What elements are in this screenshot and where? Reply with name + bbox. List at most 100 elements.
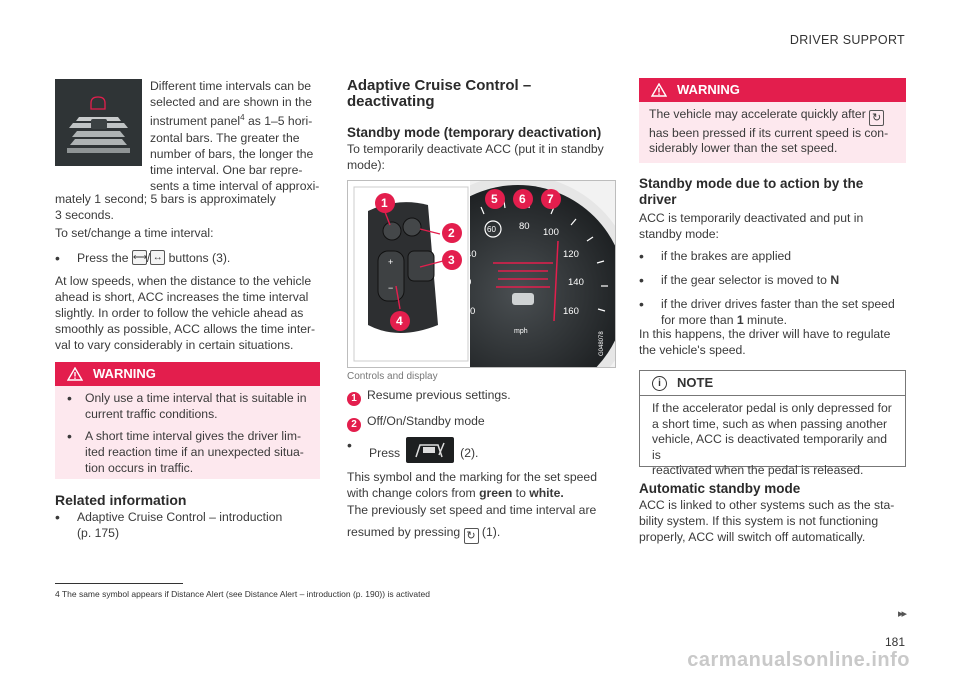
text-line: This symbol and the marking for the set … <box>347 470 597 484</box>
bullet-text: if the driver drives faster than the set… <box>661 297 895 311</box>
marker-badge: 2 <box>347 418 361 432</box>
intro-line: mately 1 second; 5 bars is approximately <box>55 192 276 206</box>
text-line: with change colors from green to white. <box>347 486 564 500</box>
speed-label: 100 <box>543 227 559 238</box>
svg-text:+: + <box>388 257 393 267</box>
text-line: val to vary considerably in certain situ… <box>55 338 294 352</box>
note-title: NOTE <box>677 375 714 390</box>
press-buttons-bullet: • Press the ⟷ / ↔ buttons (3). <box>55 250 231 266</box>
intro-line: selected and are shown in the <box>150 95 312 110</box>
list-item: •if the brakes are applied <box>639 248 792 264</box>
next-page-arrow-icon[interactable]: ▸▸ <box>897 608 907 620</box>
marker-7: 7 <box>547 192 554 206</box>
warning-box: WARNING The vehicle may accelerate quick… <box>639 78 906 163</box>
marker-3: 3 <box>448 253 455 267</box>
marker-4: 4 <box>396 314 403 328</box>
press-text: Press <box>369 446 401 460</box>
text-line: Only use a time interval that is suitabl… <box>85 391 307 405</box>
set-speed-badge: 60 <box>487 225 496 234</box>
text-line: siderably lower than the set speed. <box>649 141 838 155</box>
text-line: If the accelerator pedal is only depress… <box>652 401 892 415</box>
speed-label: 80 <box>519 221 530 232</box>
speed-label: 40 <box>466 249 477 260</box>
warning-item: • A short time interval gives the driver… <box>67 428 304 475</box>
acc-symbol-icon <box>406 437 455 463</box>
marker-1: 1 <box>381 196 388 210</box>
list-item: •if the gear selector is moved to N <box>639 272 840 288</box>
related-link[interactable]: • Adaptive Cruise Control – introduction… <box>55 509 283 540</box>
figure-markers: 1 2 3 4 5 6 7 <box>375 189 561 331</box>
legend-item-2: 2 Off/On/Standby mode <box>347 413 485 432</box>
gear-position: N <box>830 273 840 287</box>
text-line: The previously set speed and time interv… <box>347 503 597 517</box>
set-interval-text: To set/change a time interval: <box>55 226 214 240</box>
text-line: current traffic conditions. <box>85 407 218 421</box>
intro-line: instrument panel4 as 1–5 hori- <box>150 113 313 129</box>
intro-text: Different time intervals can be selected… <box>150 78 325 194</box>
heading-line: driver <box>639 192 677 207</box>
warning-header: WARNING <box>55 362 320 386</box>
title-line: deactivating <box>347 93 435 110</box>
time-interval-bars <box>493 262 553 288</box>
text-line: a short time, such as when passing anoth… <box>652 416 888 431</box>
watermark: carmanualsonline.info <box>687 649 910 671</box>
instrument-panel-thumbnail <box>55 79 142 166</box>
figure-code: G048078 <box>599 331 605 356</box>
text-line: reactivated when the pedal is released. <box>652 463 864 477</box>
text-line: At low speeds, when the distance to the … <box>55 274 312 288</box>
text-line: resumed by pressing ↻ (1). <box>347 525 501 544</box>
resume-button-icon: ↻ <box>463 528 479 544</box>
marker-5: 5 <box>491 192 498 206</box>
driver-standby-intro: ACC is temporarily deactivated and put i… <box>639 210 906 242</box>
warning-triangle-icon <box>651 83 667 97</box>
text-line: ahead is short, ACC increases the time i… <box>55 290 309 304</box>
text-line: properly, ACC will switch off automatica… <box>639 530 866 544</box>
driver-standby-heading: Standby mode due to action by the driver <box>639 176 863 208</box>
page-title: Adaptive Cruise Control – deactivating <box>347 78 531 110</box>
speed-label: 120 <box>563 249 579 260</box>
low-speed-text: At low speeds, when the distance to the … <box>55 273 323 353</box>
regulate-text: In this happens, the driver will have to… <box>639 326 906 358</box>
separator: / <box>146 251 151 265</box>
time-interval-decrease-icon: ⟷ <box>131 250 148 265</box>
note-box: i NOTE If the accelerator pedal is only … <box>639 370 906 477</box>
text-line: mode): <box>347 158 385 172</box>
standby-intro: To temporarily deactivate ACC (put it in… <box>347 141 617 173</box>
title-line: Adaptive Cruise Control – <box>347 77 532 94</box>
svg-text:−: − <box>388 283 393 293</box>
marker-6: 6 <box>519 192 526 206</box>
symbol-color-text: This symbol and the marking for the set … <box>347 469 617 501</box>
text-line: The vehicle may accelerate quickly after… <box>649 107 896 126</box>
page-number: 181 <box>884 635 905 649</box>
text-line: smoothly as possible, ACC allows the tim… <box>55 322 316 336</box>
legend-text: Off/On/Standby mode <box>367 414 485 428</box>
intro-continuation: mately 1 second; 5 bars is approximately… <box>55 191 320 223</box>
speed-label: 160 <box>563 306 579 317</box>
warning-item: • Only use a time interval that is suita… <box>67 390 307 421</box>
warning-triangle-icon <box>67 367 83 381</box>
bullet-text: if the brakes are applied <box>661 249 792 263</box>
auto-standby-text: ACC is linked to other systems such as t… <box>639 497 906 545</box>
text-line: vehicle, ACC is deactivated temporarily … <box>652 432 888 462</box>
figure-caption: Controls and display <box>347 371 438 382</box>
info-icon: i <box>652 375 667 391</box>
controls-figure: 80 100 120 140 160 40 0 0 mph 60 G04807 <box>347 180 616 368</box>
intro-line: Different time intervals can be <box>150 79 311 93</box>
auto-standby-heading: Automatic standby mode <box>639 481 801 496</box>
speed-unit: mph <box>514 328 528 335</box>
speed-label: 0 <box>470 306 475 317</box>
related-link-text[interactable]: Adaptive Cruise Control – introduction <box>77 510 283 524</box>
speed-label: 140 <box>568 277 584 288</box>
related-link-page[interactable]: (p. 175) <box>77 526 120 540</box>
resume-button-icon: ↻ <box>869 110 885 126</box>
resume-text: The previously set speed and time interv… <box>347 502 617 544</box>
intro-line: number of bars, the longer the <box>150 146 314 161</box>
text-line: bility system. If this system is not fun… <box>639 514 879 528</box>
text-line: ACC is linked to other systems such as t… <box>639 498 895 512</box>
text-line: A short time interval gives the driver l… <box>85 429 302 443</box>
heading-line: Standby mode due to action by the <box>639 176 864 191</box>
time-interval-increase-icon: ↔ <box>150 250 166 265</box>
text-line: the vehicle's speed. <box>639 343 746 357</box>
intro-line: time interval. One bar repre- <box>150 163 303 178</box>
